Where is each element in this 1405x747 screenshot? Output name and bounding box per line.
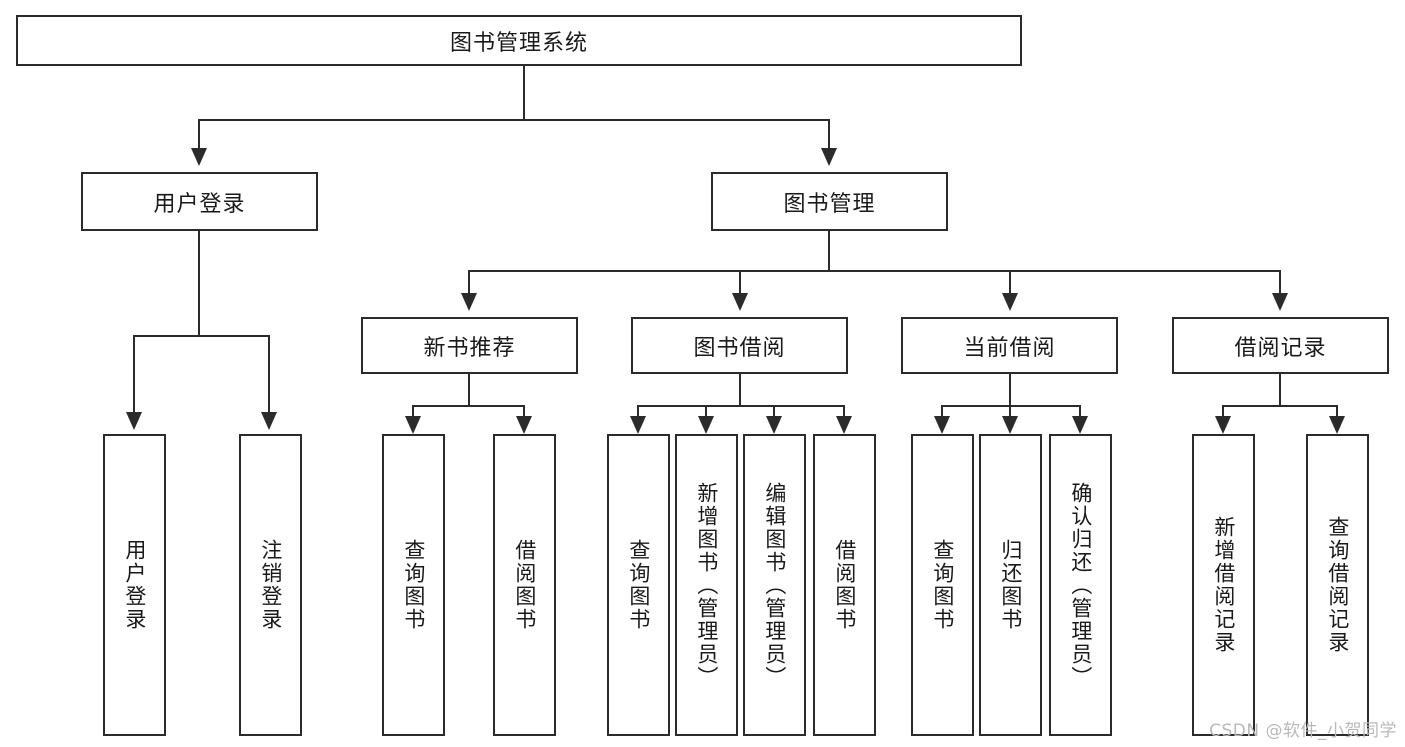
leaf-label: 查询图书	[930, 539, 955, 631]
arrow-book-manage-to-book-borrow	[732, 293, 748, 311]
edge-current-borrow-to-leaf-1	[1009, 405, 1011, 417]
arrow-new-book-to-leaf-0	[405, 416, 421, 434]
arrow-current-borrow-to-leaf-0	[934, 416, 950, 434]
arrow-user-login-to-leaf-1	[261, 412, 277, 430]
edge-book-borrow-to-leaf-3	[843, 405, 845, 417]
leaf-borrow-record-1[interactable]: 查询借阅记录	[1306, 434, 1369, 736]
node-borrow-record[interactable]: 借阅记录	[1172, 317, 1389, 374]
edge-book-manage-to-borrow-record	[1279, 270, 1281, 294]
edge-user-login-stem	[198, 231, 200, 336]
leaf-book-borrow-1[interactable]: 新增图书（管理员）	[675, 434, 738, 736]
arrow-borrow-record-to-leaf-0	[1215, 416, 1231, 434]
edge-user-login-bus	[133, 335, 270, 337]
leaf-new-book-0[interactable]: 查询图书	[382, 434, 445, 736]
edge-user-login-to-leaf-0	[133, 335, 135, 413]
edge-borrow-record-bus	[1222, 405, 1338, 407]
edge-current-borrow-bus	[941, 405, 1081, 407]
leaf-user-login-0[interactable]: 用户登录	[103, 434, 166, 736]
leaf-label: 借阅图书	[832, 539, 857, 631]
leaf-current-borrow-1[interactable]: 归还图书	[979, 434, 1042, 736]
arrow-root-to-user-login	[191, 148, 207, 166]
edge-book-manage-to-current-borrow	[1009, 270, 1011, 294]
edge-new-book-to-leaf-0	[412, 405, 414, 417]
node-user-login[interactable]: 用户登录	[81, 172, 318, 231]
leaf-label: 查询图书	[401, 539, 426, 631]
edge-book-borrow-bus	[637, 405, 845, 407]
arrow-book-borrow-to-leaf-1	[698, 416, 714, 434]
leaf-label: 新增图书（管理员）	[694, 481, 719, 689]
watermark-credit: CSDN @软件_小贺同学	[1209, 721, 1397, 741]
edge-borrow-record-stem	[1279, 374, 1281, 406]
arrow-new-book-to-leaf-1	[516, 416, 532, 434]
leaf-label: 查询图书	[626, 539, 651, 631]
node-root-system[interactable]: 图书管理系统	[16, 15, 1022, 66]
leaf-label: 用户登录	[122, 539, 147, 631]
edge-book-manage-bus	[468, 270, 1281, 272]
leaf-label: 确认归还（管理员）	[1068, 481, 1093, 689]
node-book-manage[interactable]: 图书管理	[711, 172, 948, 231]
edge-current-borrow-stem	[1009, 374, 1011, 406]
leaf-label: 编辑图书（管理员）	[762, 481, 787, 689]
edge-current-borrow-to-leaf-2	[1079, 405, 1081, 417]
arrow-book-borrow-to-leaf-0	[630, 416, 646, 434]
leaf-label: 查询借阅记录	[1325, 516, 1350, 654]
leaf-book-borrow-2[interactable]: 编辑图书（管理员）	[743, 434, 806, 736]
edge-current-borrow-to-leaf-0	[941, 405, 943, 417]
leaf-label: 注销登录	[258, 539, 283, 631]
leaf-current-borrow-2[interactable]: 确认归还（管理员）	[1049, 434, 1112, 736]
edge-book-borrow-stem	[739, 374, 741, 406]
arrow-borrow-record-to-leaf-1	[1329, 416, 1345, 434]
arrow-root-to-book-manage	[821, 148, 837, 166]
leaf-borrow-record-0[interactable]: 新增借阅记录	[1192, 434, 1255, 736]
arrow-book-borrow-to-leaf-2	[766, 416, 782, 434]
edge-root-to-book-manage	[828, 119, 830, 149]
edge-root-to-user-login	[198, 119, 200, 149]
edge-user-login-to-leaf-1	[268, 335, 270, 413]
leaf-book-borrow-0[interactable]: 查询图书	[607, 434, 670, 736]
edge-root-bus	[198, 119, 830, 121]
leaf-book-borrow-3[interactable]: 借阅图书	[813, 434, 876, 736]
arrow-book-manage-to-new-book	[461, 293, 477, 311]
node-current-borrow[interactable]: 当前借阅	[901, 317, 1118, 374]
edge-root-stem	[523, 66, 525, 120]
arrow-book-borrow-to-leaf-3	[836, 416, 852, 434]
leaf-current-borrow-0[interactable]: 查询图书	[911, 434, 974, 736]
leaf-user-login-1[interactable]: 注销登录	[239, 434, 302, 736]
edge-new-book-stem	[468, 374, 470, 406]
edge-book-borrow-to-leaf-0	[637, 405, 639, 417]
edge-book-manage-to-book-borrow	[739, 270, 741, 294]
leaf-label: 借阅图书	[512, 539, 537, 631]
arrow-book-manage-to-current-borrow	[1002, 293, 1018, 311]
arrow-user-login-to-leaf-0	[126, 412, 142, 430]
edge-book-borrow-to-leaf-2	[773, 405, 775, 417]
edge-new-book-bus	[412, 405, 525, 407]
edge-borrow-record-to-leaf-1	[1336, 405, 1338, 417]
leaf-new-book-1[interactable]: 借阅图书	[493, 434, 556, 736]
arrow-current-borrow-to-leaf-1	[1002, 416, 1018, 434]
edge-new-book-to-leaf-1	[523, 405, 525, 417]
arrow-current-borrow-to-leaf-2	[1072, 416, 1088, 434]
edge-book-manage-to-new-book	[468, 270, 470, 294]
edge-book-manage-stem	[828, 231, 830, 271]
arrow-book-manage-to-borrow-record	[1272, 293, 1288, 311]
leaf-label: 归还图书	[998, 539, 1023, 631]
edge-book-borrow-to-leaf-1	[705, 405, 707, 417]
edge-borrow-record-to-leaf-0	[1222, 405, 1224, 417]
node-book-borrow[interactable]: 图书借阅	[631, 317, 848, 374]
leaf-label: 新增借阅记录	[1211, 516, 1236, 654]
node-new-book-recommend[interactable]: 新书推荐	[361, 317, 578, 374]
